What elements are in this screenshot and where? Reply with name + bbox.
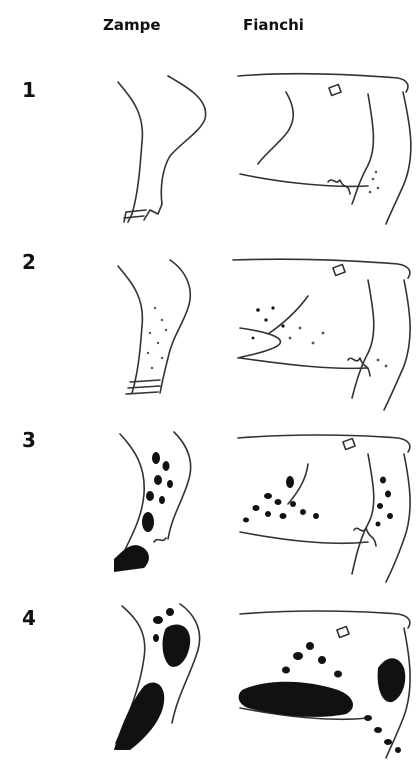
column-header-legs: Zampe: [103, 16, 161, 34]
flank-illustration-4: [228, 598, 417, 768]
row-number: 3: [22, 428, 36, 452]
flank-illustration-3: [228, 424, 417, 594]
column-header-flanks: Fianchi: [243, 16, 304, 34]
row-number: 4: [22, 606, 36, 630]
leg-illustration-1: [100, 64, 220, 234]
score-row-1: 1: [0, 64, 417, 244]
score-row-3: 3: [0, 424, 417, 604]
score-row-2: 2: [0, 248, 417, 428]
flank-illustration-1: [228, 64, 417, 234]
leg-illustration-2: [100, 248, 220, 418]
flank-illustration-2: [228, 248, 417, 418]
leg-illustration-4: [100, 598, 220, 768]
row-number: 1: [22, 78, 36, 102]
score-row-4: 4: [0, 598, 417, 778]
leg-illustration-3: [100, 424, 220, 594]
row-number: 2: [22, 250, 36, 274]
